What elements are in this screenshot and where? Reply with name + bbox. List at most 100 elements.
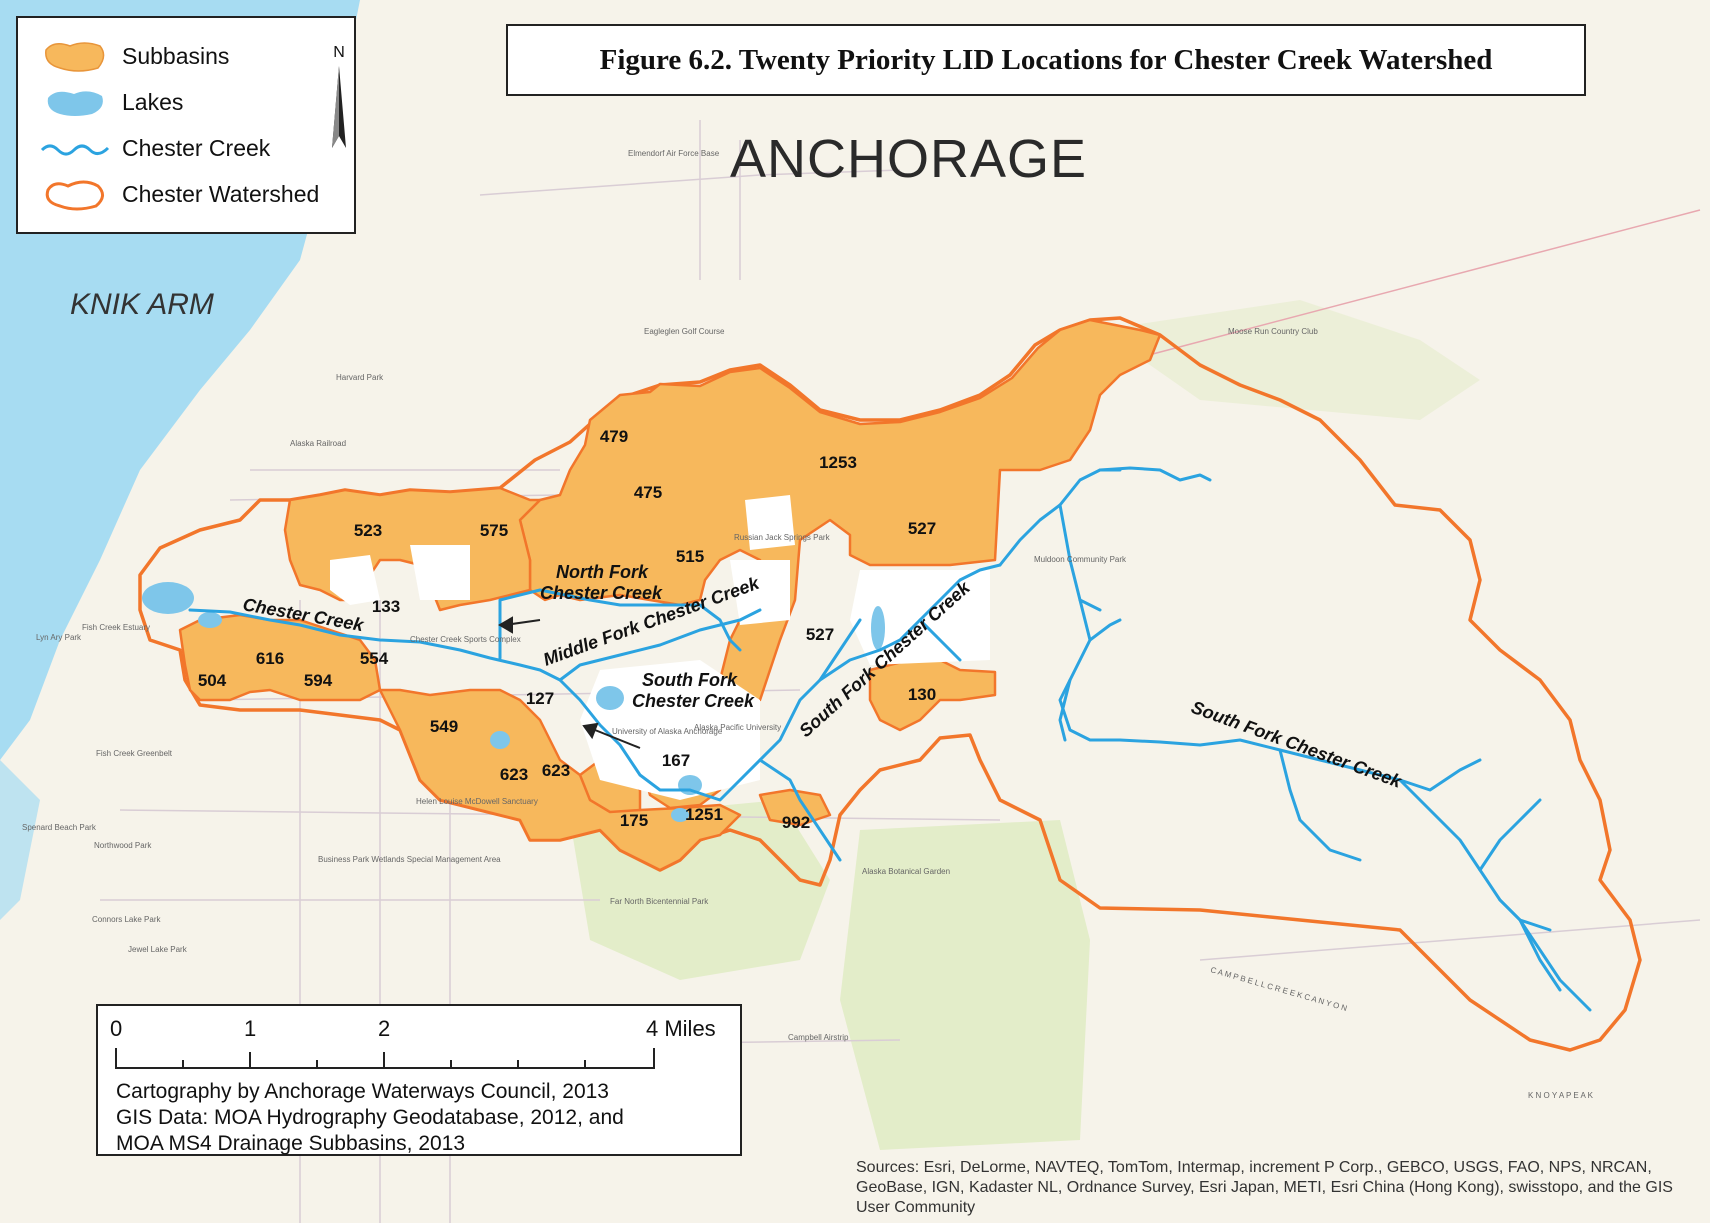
legend-item-subbasins: Subbasins: [18, 36, 229, 76]
subbasin-label: 623: [542, 761, 570, 780]
place-label: Alaska Railroad: [290, 439, 346, 448]
place-label: Russian Jack Springs Park: [734, 533, 831, 542]
creek-tributary: [1058, 678, 1072, 742]
legend-item-chester-watershed: Chester Watershed: [18, 174, 319, 214]
subbasin-polygon: [518, 318, 1162, 712]
place-label: Eagleglen Golf Course: [644, 327, 725, 336]
subbasin-label: 133: [372, 597, 400, 616]
subbasin-polygon: [378, 688, 742, 872]
creek-tributary: [1518, 918, 1562, 992]
city-label: ANCHORAGE: [730, 129, 1088, 189]
north-arrow: N: [324, 44, 354, 154]
lake-swatch-icon: [47, 91, 103, 116]
scale-tick-label: 1: [244, 1016, 257, 1041]
place-label: K N O Y A P E A K: [1528, 1091, 1594, 1100]
legend-label: Chester Watershed: [122, 180, 320, 207]
place-label: Business Park Wetlands Special Managemen…: [318, 855, 501, 864]
legend-label: Lakes: [122, 88, 184, 115]
subbasin-label: 175: [620, 811, 648, 830]
scale-tick-label: 0: [110, 1016, 123, 1041]
lake: [596, 686, 624, 710]
legend-label: Subbasins: [122, 42, 230, 69]
place-label: Chester Creek Sports Complex: [410, 635, 521, 644]
annotation-arrows: [498, 616, 641, 749]
creek-tributary: [1088, 618, 1122, 642]
subbasin-label: 992: [782, 813, 810, 832]
subbasin-label: 549: [430, 717, 458, 736]
subbasin-label: 130: [908, 685, 936, 704]
place-label: Moose Run Country Club: [1228, 327, 1318, 336]
creek-tributary: [758, 758, 842, 862]
figure-title-box: Figure 6.2. Twenty Priority LID Location…: [506, 24, 1586, 96]
place-label: Campbell Airstrip: [788, 1033, 849, 1042]
subbasin-label: 523: [354, 521, 382, 540]
subbasin-label: 527: [908, 519, 936, 538]
place-label: Far North Bicentennial Park: [610, 897, 709, 906]
watershed-outline-icon: [45, 180, 104, 211]
subbasin-label: 475: [634, 483, 662, 502]
creek-tributary: [1278, 748, 1362, 862]
creek-label: South Fork: [642, 670, 738, 690]
place-label: University of Alaska Anchorage: [612, 727, 723, 736]
place-label: Jewel Lake Park: [128, 945, 188, 954]
north-arrow-icon: [332, 66, 346, 148]
place-label: Alaska Botanical Garden: [862, 867, 950, 876]
creek-main-stem: [188, 563, 1002, 802]
park-area: [1100, 300, 1480, 420]
subbasin-label: 479: [600, 427, 628, 446]
water-body-label: KNIK ARM: [70, 288, 214, 321]
creek-tributary: [1078, 598, 1102, 612]
scale-tick-label: 4 Miles: [646, 1016, 716, 1041]
legend-item-chester-creek: Chester Creek: [18, 128, 270, 168]
subbasin-labels: 479 475 1253 575 523 515 527 133 527 616…: [198, 427, 936, 832]
place-label: Helen Louise McDowell Sanctuary: [416, 797, 538, 806]
subbasin-label: 623: [500, 765, 528, 784]
subbasin-label: 515: [676, 547, 704, 566]
creek-middle-fork: [558, 608, 762, 682]
subbasin-label: 594: [304, 671, 333, 690]
lake: [671, 808, 689, 822]
map-sources: Sources: Esri, DeLorme, NAVTEQ, TomTom, …: [856, 1159, 1673, 1216]
place-label: Alaska Pacific University: [694, 723, 781, 732]
place-label: Spenard Beach Park: [22, 823, 97, 832]
map-legend: Subbasins Lakes Chester Creek Chester Wa…: [16, 16, 356, 234]
subbasin-label: 127: [526, 689, 554, 708]
park-area: [840, 820, 1090, 1150]
subbasin-swatch-icon: [45, 42, 105, 72]
subbasin-label: 1251: [685, 805, 723, 824]
subbasin-label: 616: [256, 649, 284, 668]
lake: [142, 582, 194, 614]
chester-creek-layer: [188, 466, 1592, 1012]
subbasin-label: 575: [480, 521, 508, 540]
subbasin-label: 554: [360, 649, 389, 668]
place-label: Northwood Park: [94, 841, 152, 850]
subbasin-label: 504: [198, 671, 227, 690]
north-letter: N: [333, 44, 345, 61]
legend-label: Chester Creek: [122, 134, 271, 161]
creek-north-fork: [498, 588, 742, 660]
credit-line: Cartography by Anchorage Waterways Counc…: [116, 1080, 609, 1103]
creek-label: Chester Creek: [632, 691, 755, 711]
creek-label: North Fork: [556, 562, 649, 582]
creek-tributary: [1478, 798, 1542, 872]
creek-tributary: [918, 618, 962, 662]
creek-label: Chester Creek: [540, 583, 663, 603]
place-label: Muldoon Community Park: [1034, 555, 1127, 564]
credit-line: MOA MS4 Drainage Subbasins, 2013: [116, 1132, 466, 1155]
place-label: Harvard Park: [336, 373, 384, 382]
scale-bar-box: 0 1 2 4 Miles Cartography by Anchorage W…: [96, 1004, 742, 1156]
legend-item-lakes: Lakes: [18, 82, 183, 122]
coastal-water: [0, 760, 40, 920]
creek-tributary: [818, 618, 862, 682]
subbasin-label: 527: [806, 625, 834, 644]
figure-title: Figure 6.2. Twenty Priority LID Location…: [599, 43, 1493, 76]
lake: [871, 606, 885, 650]
non-priority-areas: [330, 495, 990, 800]
place-label: Fish Creek Greenbelt: [96, 749, 173, 758]
lake: [198, 612, 222, 628]
scale-bar: [115, 1048, 655, 1069]
lake: [490, 731, 510, 749]
creek-line-icon: [40, 144, 110, 156]
place-label: Fish Creek Estuary: [82, 623, 150, 632]
scale-tick-label: 2: [378, 1016, 391, 1041]
